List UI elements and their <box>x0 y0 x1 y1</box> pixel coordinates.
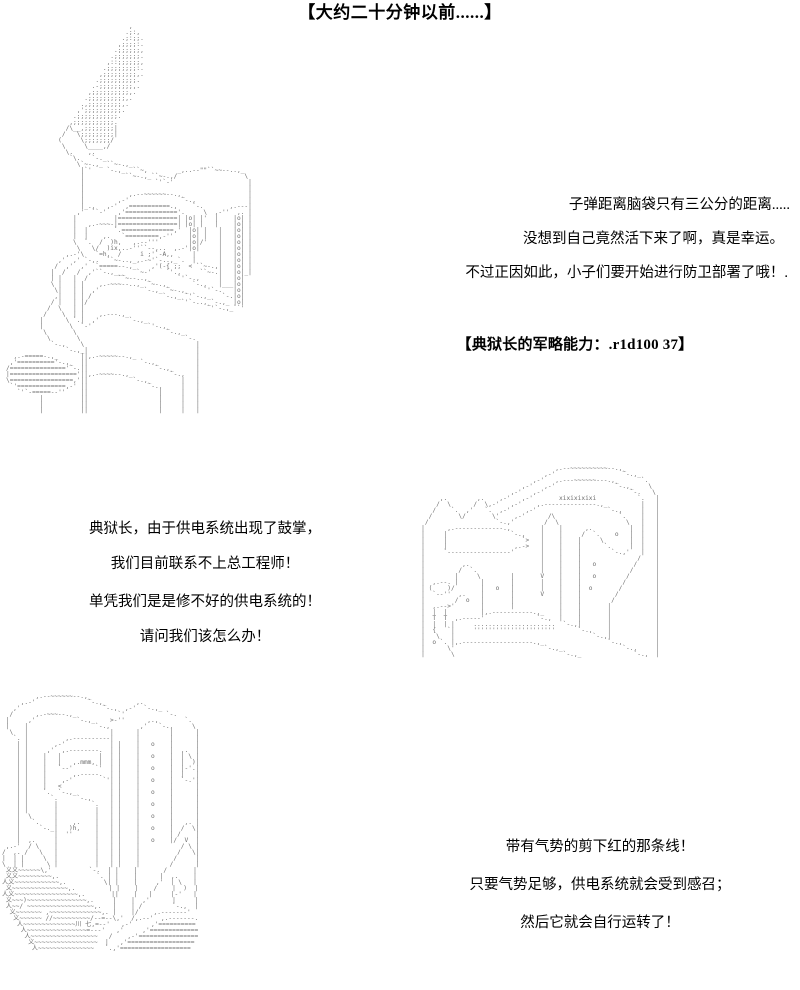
line-spacer <box>360 246 790 266</box>
line-spacer <box>360 212 790 232</box>
dialogue-line: 只要气势足够，供电系统就会受到感召； <box>469 877 731 893</box>
dialogue-line: 不过正因如此，小子们要开始进行防卫部署了哦！. <box>465 265 788 281</box>
line-spacer <box>40 571 370 595</box>
dialogue-line: 我们目前联系不上总工程师！ <box>110 556 300 572</box>
ascii-art-figure-bottom-left: ,.--~~~~~~--.,_ ,.-' `-.,_ ,. ,' `-., ,-… <box>2 693 200 952</box>
dialogue-warden-order: 带有气势的剪下红的那条线！ 只要气势足够，供电系统就会受到感召； 然后它就会自行… <box>430 839 770 931</box>
dialogue-line: 请问我们该怎么办！ <box>139 629 271 645</box>
dialogue-line: 典狱长，由于供电系统出现了鼓掌， <box>89 521 321 537</box>
line-spacer <box>430 892 770 916</box>
dialogue-line: 子弹距离脑袋只有三公分的距离..... <box>568 197 790 213</box>
page-title: 【大约二十分钟以前......】 <box>298 3 502 22</box>
dialogue-line: 然后它就会自行运转了！ <box>520 915 680 931</box>
line-spacer <box>40 536 370 557</box>
line-spacer <box>40 609 370 630</box>
dialogue-guard-report: 典狱长，由于供电系统出现了鼓掌， 我们目前联系不上总工程师！ 单凭我们是是修不好… <box>40 521 370 645</box>
dialogue-line: 单凭我们是是修不好的供电系统的！ <box>89 594 321 610</box>
dialogue-line: 没想到自己竟然活下来了啊，真是幸运。 <box>523 231 784 247</box>
dialogue-warden-monologue: 子弹距离脑袋只有三公分的距离..... 没想到自己竟然活下来了啊，真是幸运。 不… <box>360 197 790 281</box>
ascii-art-figure-top-left: , .;:, .;:;;. ,;;;;:. .;;;;;;, .;;;;;;;. <box>6 23 252 414</box>
ascii-art-figure-middle-right: ,.--~~~~~~~~~~--.,_ ,-' `-.,_ ,-' ,.---~… <box>421 465 660 658</box>
line-spacer <box>430 854 770 878</box>
page-title-bar: 【大约二十分钟以前......】 <box>0 2 800 24</box>
dialogue-line: 带有气势的剪下红的那条线！ <box>505 839 695 855</box>
dice-roll-line: 【典狱长的军略能力：.r1d100 37】 <box>456 337 694 353</box>
